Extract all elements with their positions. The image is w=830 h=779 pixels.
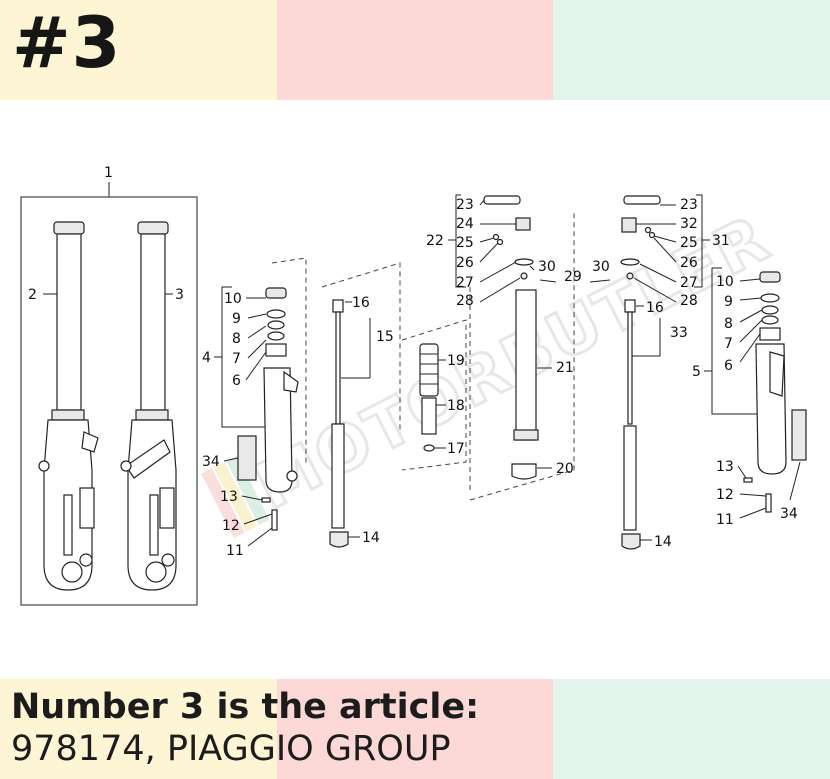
callout-9-right: 9 <box>724 294 733 310</box>
band-segment-yellow <box>0 679 277 779</box>
callout-14-right: 14 <box>654 534 672 550</box>
right-cartridge <box>620 194 710 550</box>
callout-13-right: 13 <box>716 459 734 475</box>
callout-8-right: 8 <box>724 316 733 332</box>
callout-17: 17 <box>447 441 465 457</box>
callout-23-left: 23 <box>456 197 474 213</box>
callout-9-left: 9 <box>232 311 241 327</box>
callout-14-left: 14 <box>362 530 380 546</box>
callout-29: 29 <box>564 269 582 285</box>
callout-26-left: 26 <box>456 255 474 271</box>
callout-10-left: 10 <box>224 291 242 307</box>
callout-25-right: 25 <box>680 235 698 251</box>
callout-31: 31 <box>712 233 730 249</box>
callout-7-left: 7 <box>232 351 241 367</box>
callout-3: 3 <box>175 287 184 303</box>
right-sleeve-group <box>704 267 807 519</box>
callout-13-left: 13 <box>220 489 238 505</box>
callout-21: 21 <box>556 360 574 376</box>
callout-20: 20 <box>556 461 574 477</box>
callout-8-left: 8 <box>232 331 241 347</box>
callout-labels: 1 2 3 4 10 9 8 7 6 34 13 12 11 16 15 14 … <box>28 165 798 559</box>
item-number-badge: #3 <box>12 2 122 84</box>
header-band <box>0 0 830 100</box>
callout-7-right: 7 <box>724 336 733 352</box>
center-cartridge <box>448 194 552 480</box>
callout-25-left: 25 <box>456 235 474 251</box>
callout-18: 18 <box>447 398 465 414</box>
fork-exploded-diagram: MOTORBUTLER <box>20 165 807 606</box>
band-segment-pink <box>277 679 553 779</box>
callout-4: 4 <box>202 350 211 366</box>
damper-rod-left <box>329 299 371 548</box>
caption-headline: Number 3 is the article: <box>11 687 480 727</box>
callout-30-right: 30 <box>592 259 610 275</box>
band-segment-yellow <box>0 0 277 100</box>
callout-10-right: 10 <box>716 274 734 290</box>
callout-22: 22 <box>426 233 444 249</box>
fork-assembly-box <box>20 182 198 606</box>
caption-article: 978174, PIAGGIO GROUP <box>11 729 451 769</box>
callout-34-left: 34 <box>202 454 220 470</box>
callout-24: 24 <box>456 216 474 232</box>
band-segment-pink <box>277 0 553 100</box>
callout-33: 33 <box>670 325 688 341</box>
callout-5: 5 <box>692 364 701 380</box>
footer-band <box>0 679 830 779</box>
callout-16-left: 16 <box>352 295 370 311</box>
callout-27-left: 27 <box>456 275 474 291</box>
callout-16-right: 16 <box>646 300 664 316</box>
callout-11-right: 11 <box>716 512 734 528</box>
callout-6-left: 6 <box>232 373 241 389</box>
callout-28-left: 28 <box>456 293 474 309</box>
callout-26-right: 26 <box>680 255 698 271</box>
callout-27-right: 27 <box>680 275 698 291</box>
callout-15: 15 <box>376 329 394 345</box>
callout-19: 19 <box>447 353 465 369</box>
band-segment-green <box>553 679 830 779</box>
callout-34-right: 34 <box>780 506 798 522</box>
callout-12-left: 12 <box>222 518 240 534</box>
fork-left <box>38 221 99 591</box>
band-segment-green <box>553 0 830 100</box>
callout-28-right: 28 <box>680 293 698 309</box>
callout-11-left: 11 <box>226 543 244 559</box>
fork-right <box>120 221 177 591</box>
spring-group <box>419 343 446 452</box>
callout-12-right: 12 <box>716 487 734 503</box>
callout-1: 1 <box>104 165 113 181</box>
callout-23-right: 23 <box>680 197 698 213</box>
callout-30-left: 30 <box>538 259 556 275</box>
callout-32: 32 <box>680 216 698 232</box>
callout-2: 2 <box>28 287 37 303</box>
callout-6-right: 6 <box>724 358 733 374</box>
left-sleeve-group <box>214 286 299 547</box>
